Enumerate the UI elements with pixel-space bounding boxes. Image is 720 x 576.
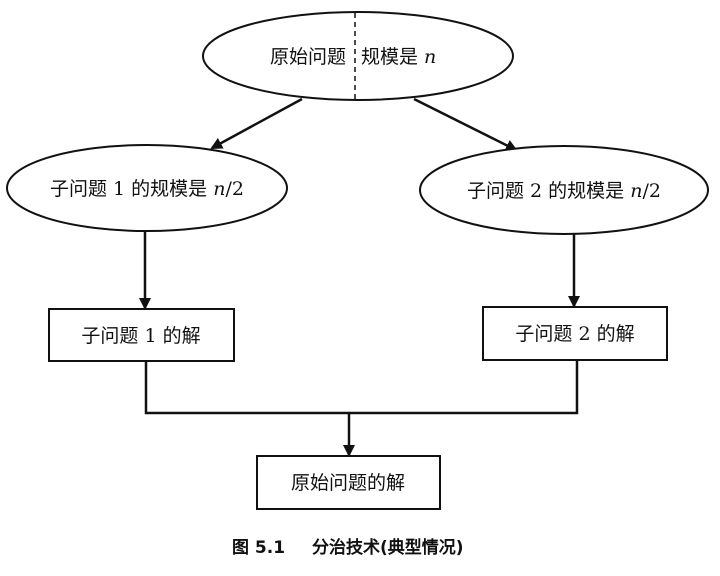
root-label-left: 原始问题 <box>270 46 346 68</box>
caption-number: 图 5.1 <box>232 538 285 558</box>
caption-text: 分治技术(典型情况) <box>312 537 464 558</box>
subproblem-1-label: 子问题 1 的规模是 n/2 <box>50 178 244 200</box>
subproblem-2-label: 子问题 2 的规模是 n/2 <box>467 180 661 202</box>
solution-1-label: 子问题 1 的解 <box>81 325 200 347</box>
solution-1-node: 子问题 1 的解 <box>48 308 235 362</box>
subproblem-2-node: 子问题 2 的规模是 n/2 <box>419 145 709 235</box>
combine-connector <box>144 360 579 415</box>
subproblem-1-node: 子问题 1 的规模是 n/2 <box>6 144 288 232</box>
arrow-root-to-sub1 <box>210 97 303 150</box>
root-label-right: 规模是 n <box>361 46 436 68</box>
arrow-root-to-sub2 <box>413 97 518 152</box>
final-solution-node: 原始问题的解 <box>256 455 441 510</box>
solution-2-node: 子问题 2 的解 <box>482 306 668 361</box>
solution-2-label: 子问题 2 的解 <box>515 323 634 345</box>
root-problem-node: 原始问题 规模是 n <box>202 11 514 101</box>
final-solution-label: 原始问题的解 <box>291 472 405 494</box>
